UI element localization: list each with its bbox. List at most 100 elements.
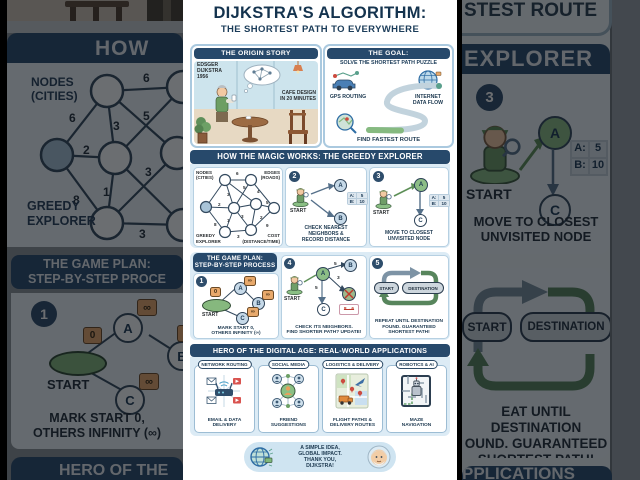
step1-node-c: C: [236, 312, 249, 325]
step3-distance-table: A:5 B:10: [429, 194, 450, 207]
step4-node-b: B: [344, 259, 357, 272]
people-network-icon: [272, 374, 304, 408]
step1-start-ellipse: [202, 299, 231, 312]
step1-caption: MARK START 0, OTHERS INFINITY (∞): [211, 325, 261, 337]
app-card-title: NETWORK ROUTING: [197, 360, 252, 369]
edge-weight: 8: [214, 222, 217, 227]
explorer-icon: [286, 276, 303, 295]
app-card-logistics: LOGISTICS & DELIVERY FLIGHT PATHS & DELI…: [321, 360, 384, 433]
bubble-label: CAFE DESIGN IN 20 MINUTES: [280, 90, 316, 102]
app-card-caption: MAZE NAVIGATION: [401, 417, 432, 429]
step1-node-a: A: [234, 282, 247, 295]
gps-label: GPS ROUTING: [329, 94, 367, 100]
app-card-caption: EMAIL & DATA DELIVERY: [207, 417, 242, 429]
step2-node-b: B: [334, 212, 347, 225]
edge-weight: 4: [257, 189, 260, 194]
step3-start-label: START: [373, 210, 390, 216]
gps-car-icon: [332, 71, 359, 91]
app-card-robotics: ROBOTICS & AI MAZE NAVIGATION: [386, 360, 447, 433]
cafe-table: [231, 116, 269, 143]
step4-update-value: 8→6: [343, 307, 355, 312]
step2-node-a: A: [334, 179, 347, 192]
step3-node-c: C: [414, 214, 427, 227]
step2-distance-table: A:5 B:10: [347, 192, 368, 205]
cost-label: COST (DISTANCE/TIME): [242, 233, 280, 244]
gameplan-section-body: THE GAME PLAN: STEP-BY-STEP PROCESS 1 0 …: [190, 252, 450, 340]
step4-edge-ab: 5: [334, 262, 337, 267]
edge-weight: 3: [241, 214, 244, 219]
robot-maze-icon: [401, 375, 431, 407]
hero-section-header: HERO OF THE DIGITAL AGE: REAL-WORLD APPL…: [190, 344, 450, 357]
cafe-chair: [288, 110, 308, 144]
dist-a-value: 5: [439, 195, 449, 200]
step1-inf-c: ∞: [247, 307, 259, 317]
infographic-card: DIJKSTRA'S ALGORITHM: THE SHORTEST PATH …: [183, 0, 457, 480]
app-card-caption: FRIEND SUGGESTIONS: [270, 417, 307, 429]
app-card-social-media: SOCIAL MEDIA: [258, 360, 319, 433]
dijkstra-avatar: [367, 445, 391, 469]
background-left-panel: HOW THE 6 6: [7, 0, 183, 480]
step2-start-label: START: [290, 208, 307, 214]
step5-destination-pill: DESTINATION: [402, 282, 444, 294]
concept-graph-panel: 6 5 3 2 4 5 3 1 8 3 2 9 NODES (CITIES) E…: [193, 167, 283, 247]
step4-node-c: C: [317, 303, 330, 316]
edge-weight: 3: [227, 192, 230, 197]
step1-inf-b: ∞: [262, 290, 274, 300]
step5-badge: 5: [372, 258, 383, 269]
goal-subheader: SOLVE THE SHORTEST PATH PUZZLE: [339, 60, 438, 66]
edge-weight: 5: [243, 185, 246, 190]
step4-edge-ac: 5: [315, 286, 318, 291]
magic-step2-panel: 2 START A B A:5: [285, 167, 368, 247]
app-card-title: SOCIAL MEDIA: [267, 360, 310, 369]
thought-bubble: [243, 64, 281, 93]
dist-a-label: A:: [348, 193, 356, 198]
goal-panel: THE GOAL: SOLVE THE SHORTEST PATH PUZZLE…: [323, 44, 454, 148]
step3-badge: 3: [373, 171, 384, 182]
footer-badge: A SIMPLE IDEA, GLOBAL IMPACT. THANK YOU,…: [244, 442, 396, 472]
page-subtitle: THE SHORTEST PATH TO EVERYWHERE: [220, 24, 420, 35]
step5-start-pill: START: [374, 282, 399, 294]
edge-weight: 3: [237, 234, 240, 239]
lamp-icon: [293, 61, 303, 74]
nodes-label: NODES (CITIES): [196, 170, 214, 181]
gameplan-step4-panel: 4 START A: [281, 255, 367, 339]
app-card-caption: FLIGHT PATHS & DELIVERY ROUTES: [329, 417, 376, 429]
step3-node-a: A: [414, 178, 428, 192]
magic-section-header: HOW THE MAGIC WORKS: THE GREEDY EXPLORER: [190, 150, 450, 164]
greedy-explorer-label: GREEDY EXPLORER: [196, 233, 221, 244]
plant-icon: [194, 117, 211, 144]
step2-badge: 2: [289, 171, 300, 182]
dist-b-label: B:: [348, 199, 356, 204]
edge-weight: 6: [236, 171, 239, 176]
step1-zero-tag: 0: [210, 287, 221, 297]
magic-section-body: 6 5 3 2 4 5 3 1 8 3 2 9 NODES (CITIES) E…: [190, 164, 450, 248]
dist-b-label: B:: [430, 201, 438, 206]
origin-story-header: THE ORIGIN STORY: [194, 48, 318, 59]
dist-a-label: A:: [430, 195, 438, 200]
footer-text: A SIMPLE IDEA, GLOBAL IMPACT. THANK YOU,…: [298, 444, 342, 470]
app-card-title: ROBOTICS & AI: [395, 360, 438, 369]
dist-b-value: 10: [357, 199, 367, 204]
app-card-network-routing: NETWORK ROUTING: [194, 360, 255, 433]
step3-caption: MOVE TO CLOSEST UNVISITED NODE: [385, 230, 433, 243]
edge-weight: 5: [266, 200, 269, 205]
step4-start-label: START: [284, 296, 301, 302]
goal-header: THE GOAL:: [327, 48, 450, 59]
dist-a-value: 5: [357, 193, 367, 198]
step4-caption: CHECK ITS NEIGHBORS. FIND SHORTER PATH? …: [286, 324, 362, 336]
scientist-label: EDSGER DIJKSTRA 1956: [197, 62, 223, 80]
step1-inf-a: ∞: [244, 276, 256, 286]
step5-caption: REPEAT UNTIL DESTINATION FOUND. GUARANTE…: [375, 319, 443, 336]
route-label: FIND FASTEST ROUTE: [356, 137, 421, 143]
internet-label: INTERNET DATA FLOW: [412, 94, 444, 107]
step4-node-a: A: [316, 267, 330, 281]
step4-node-updated: [342, 287, 356, 301]
explorer-icon: [292, 188, 309, 207]
scientist-figure: [215, 85, 237, 122]
app-card-title: LOGISTICS & DELIVERY: [321, 360, 384, 369]
hero-section-body: NETWORK ROUTING: [190, 357, 450, 436]
dist-b-value: 10: [439, 201, 449, 206]
step4-edge-ax: 3: [337, 276, 340, 281]
step2-caption: CHECK NEAREST NEIGHBORS & RECORD DISTANC…: [301, 225, 351, 244]
